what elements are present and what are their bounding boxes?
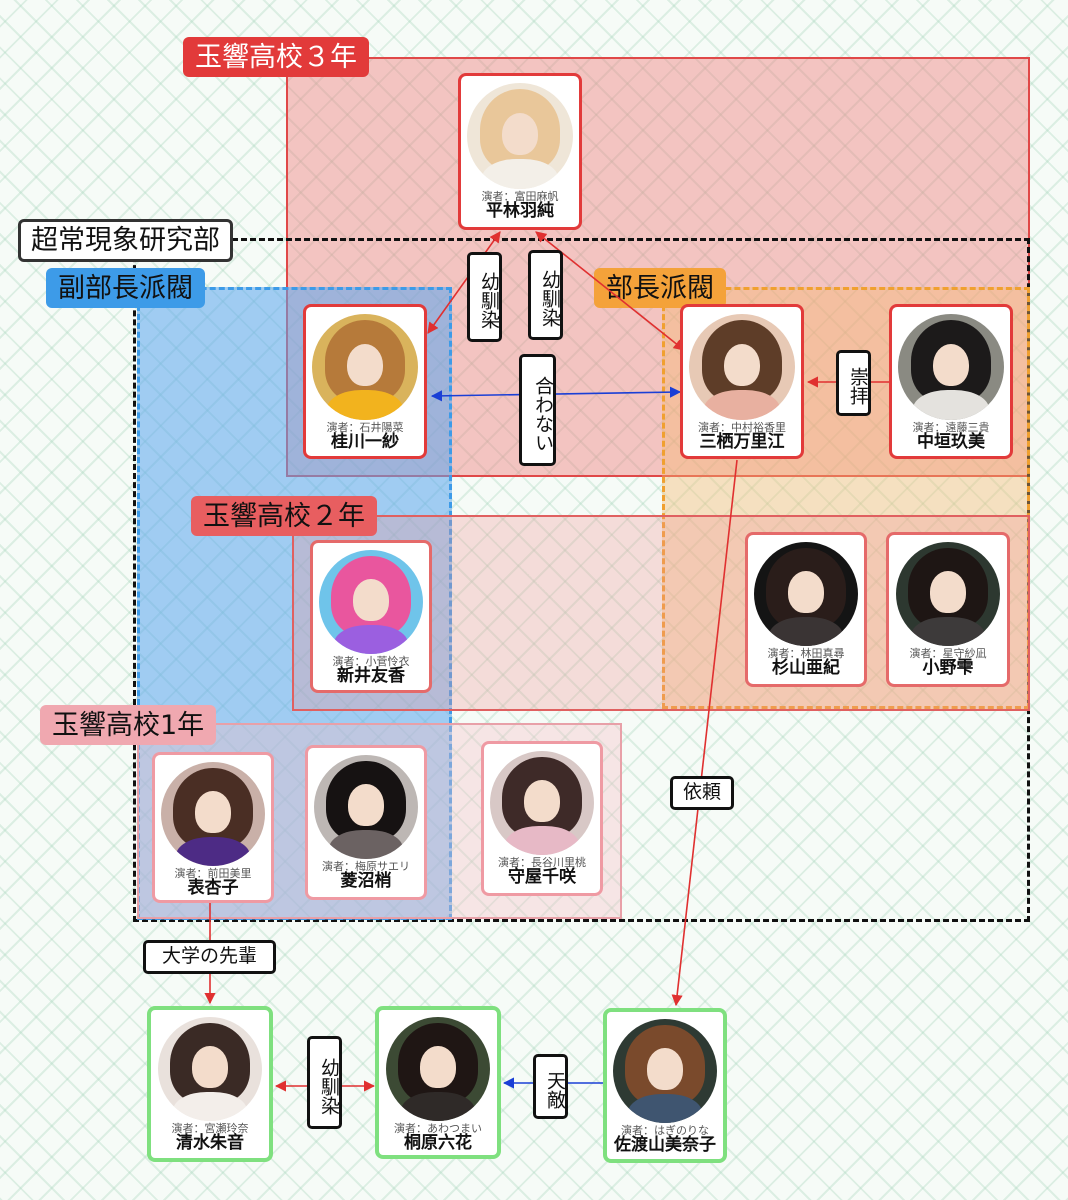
- card-arai[interactable]: 演者：小菅怜衣 新井友香: [310, 540, 432, 693]
- actor-name: 演者：石井陽菜: [326, 421, 404, 434]
- character-name: 桂川一紗: [331, 432, 399, 452]
- arrow-request: [671, 459, 738, 1007]
- character-name: 守屋千咲: [508, 867, 576, 887]
- character-name: 桐原六花: [404, 1133, 472, 1153]
- portrait-sugiyama: [754, 542, 858, 646]
- actor-name: 演者：はぎのりな: [621, 1124, 709, 1137]
- character-name: 清水朱音: [176, 1133, 244, 1153]
- relation-childhood-katsurakawa: 幼馴染: [467, 252, 502, 342]
- card-omote[interactable]: 演者：前田美里 表杏子: [152, 752, 274, 903]
- card-moriya[interactable]: 演者：長谷川里桃 守屋千咲: [481, 741, 603, 896]
- portrait-hirabayashi: [467, 83, 573, 189]
- actor-name: 演者：富田麻帆: [481, 190, 559, 203]
- character-name: 表杏子: [187, 878, 239, 898]
- portrait-hishinuma: [314, 755, 418, 859]
- card-shimizu[interactable]: 演者：宮瀬玲奈 清水朱音: [147, 1006, 273, 1162]
- actor-name: 演者：林田真尋: [767, 647, 845, 660]
- portrait-sadoyama: [613, 1019, 717, 1123]
- actor-name: 演者：遠藤三貴: [912, 421, 990, 434]
- relation-rival: 天敵: [533, 1054, 568, 1119]
- card-hirabayashi[interactable]: 演者：富田麻帆 平林羽純: [458, 73, 582, 230]
- character-name: 佐渡山美奈子: [614, 1135, 716, 1155]
- relation-senior: 大学の先輩: [143, 940, 276, 974]
- label-vice-faction: 副部長派閥: [46, 268, 205, 308]
- portrait-katsurakawa: [312, 314, 418, 420]
- label-year3: 玉響高校３年: [183, 37, 369, 77]
- portrait-nakagaki: [898, 314, 1004, 420]
- arrow-incompatible: [430, 386, 682, 402]
- relation-childhood-mitsurugi: 幼馴染: [528, 250, 563, 340]
- actor-name: 演者：長谷川里桃: [498, 856, 586, 869]
- card-nakagaki[interactable]: 演者：遠藤三貴 中垣玖美: [889, 304, 1013, 459]
- actor-name: 演者：前田美里: [174, 867, 252, 880]
- character-name: 三栖万里江: [699, 432, 785, 452]
- card-sugiyama[interactable]: 演者：林田真尋 杉山亜紀: [745, 532, 867, 687]
- actor-name: 演者：梅原サエリ: [322, 860, 410, 873]
- label-year2: 玉響高校２年: [191, 496, 377, 536]
- actor-name: 演者：小菅怜衣: [332, 655, 410, 668]
- label-year1: 玉響高校1年: [40, 705, 217, 745]
- relation-incompatible: 合わない: [519, 354, 556, 466]
- card-ono[interactable]: 演者：星守紗凪 小野雫: [886, 532, 1010, 687]
- character-name: 杉山亜紀: [772, 658, 840, 678]
- portrait-mitsurugi: [689, 314, 795, 420]
- arrow-katsurakawa-hirabayashi: [427, 231, 501, 334]
- card-katsurakawa[interactable]: 演者：石井陽菜 桂川一紗: [303, 304, 427, 459]
- card-hishinuma[interactable]: 演者：梅原サエリ 菱沼梢: [305, 745, 427, 900]
- character-name: 菱沼梢: [340, 871, 392, 891]
- label-club: 超常現象研究部: [18, 219, 233, 262]
- portrait-shimizu: [158, 1017, 262, 1121]
- character-name: 新井友香: [337, 666, 405, 686]
- actor-name: 演者：星守紗凪: [909, 647, 987, 660]
- character-name: 平林羽純: [486, 201, 554, 221]
- character-name: 中垣玖美: [917, 432, 985, 452]
- relation-request: 依頼: [670, 776, 734, 810]
- actor-name: 演者：中村裕香里: [698, 421, 786, 434]
- portrait-omote: [161, 762, 265, 866]
- relation-worship: 崇拝: [836, 350, 871, 416]
- card-kirihara[interactable]: 演者：あわつまい 桐原六花: [375, 1006, 501, 1159]
- actor-name: 演者：あわつまい: [394, 1122, 482, 1135]
- portrait-moriya: [490, 751, 594, 855]
- portrait-arai: [319, 550, 423, 654]
- card-mitsurugi[interactable]: 演者：中村裕香里 三栖万里江: [680, 304, 804, 459]
- portrait-ono: [896, 542, 1000, 646]
- portrait-kirihara: [386, 1017, 490, 1121]
- actor-name: 演者：宮瀬玲奈: [171, 1122, 249, 1135]
- relation-childhood-shimizu: 幼馴染: [307, 1036, 342, 1129]
- character-name: 小野雫: [922, 658, 974, 678]
- card-sadoyama[interactable]: 演者：はぎのりな 佐渡山美奈子: [603, 1008, 727, 1163]
